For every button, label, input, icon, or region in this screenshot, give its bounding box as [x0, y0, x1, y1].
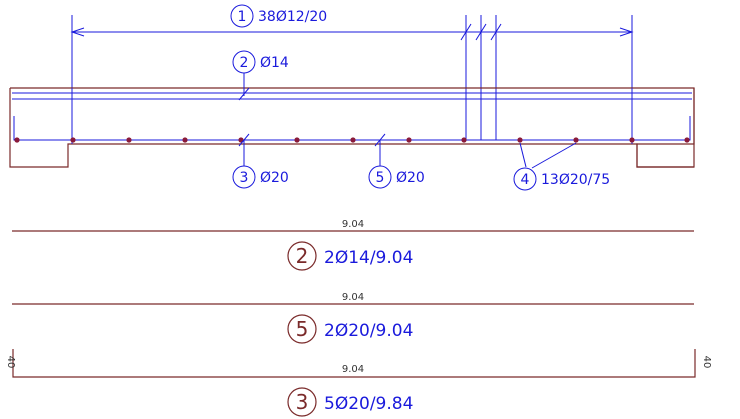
callout-number: 5	[376, 170, 385, 186]
hook-length-left: 40	[5, 356, 16, 369]
bar-mark-circle	[287, 314, 317, 344]
callout-label: 38Ø12/20	[258, 9, 327, 25]
callout-label: Ø20	[260, 170, 289, 186]
arrow-right-icon	[619, 27, 634, 37]
bar-label: 2Ø14/9.04	[324, 248, 413, 268]
stirrup-distribution-dimension: 1 38Ø12/20	[70, 4, 634, 140]
leader-line	[519, 142, 527, 168]
bar-schedule-5: 9.04 5 2Ø20/9.04	[12, 292, 694, 344]
slab-outline	[9, 88, 695, 168]
rebar-dot	[517, 137, 523, 143]
slab-outline-right	[10, 87, 695, 168]
callout-number: 3	[240, 170, 249, 186]
leader-tick	[238, 87, 250, 101]
callout-label: Ø14	[260, 55, 289, 71]
callout-2: 2 Ø14	[232, 50, 289, 101]
break-tick	[460, 23, 472, 41]
bar-mark-circle	[287, 387, 317, 417]
leader-tick	[238, 133, 250, 147]
callout-number: 4	[521, 172, 530, 188]
bar-mark-number: 5	[296, 317, 309, 341]
bottom-bar	[13, 116, 691, 141]
callout-circle	[232, 50, 256, 74]
leader-tick	[374, 133, 386, 147]
rebar-dots	[14, 137, 690, 143]
rebar-dot	[629, 137, 635, 143]
rebar-dot	[461, 137, 467, 143]
break-tick	[490, 23, 502, 41]
callout-circle	[232, 165, 256, 189]
callout-number: 2	[240, 55, 249, 71]
bar-mark-number: 2	[296, 244, 309, 268]
bar-length: 9.04	[342, 292, 364, 303]
bar-label: 5Ø20/9.84	[324, 394, 413, 414]
bar-length: 9.04	[342, 364, 364, 375]
callout-circle	[513, 167, 537, 191]
leader-line	[531, 142, 577, 169]
hook-length-right: 40	[701, 356, 712, 369]
bar-shape	[12, 349, 696, 378]
bar-schedule-3: 9.04 40 40 3 5Ø20/9.84	[5, 349, 712, 417]
callout-4: 4 13Ø20/75	[513, 142, 610, 191]
bar-schedule-2: 9.04 2 2Ø14/9.04	[12, 219, 694, 271]
arrow-left-icon	[70, 27, 85, 37]
rebar-dot	[182, 137, 188, 143]
rebar-dot	[126, 137, 132, 143]
callout-label: Ø20	[396, 170, 425, 186]
rebar-dot	[573, 137, 579, 143]
bar-mark-number: 3	[296, 390, 309, 414]
callout-label: 13Ø20/75	[541, 172, 610, 188]
callout-number: 1	[238, 9, 247, 25]
callout-circle	[368, 165, 392, 189]
rebar-dot	[406, 137, 412, 143]
bar-length: 9.04	[342, 219, 364, 230]
callout-1: 1 38Ø12/20	[230, 4, 327, 28]
rebar-dot	[294, 137, 300, 143]
callout-5: 5 Ø20	[368, 133, 425, 189]
rebar-dot	[350, 137, 356, 143]
callout-3: 3 Ø20	[232, 133, 289, 189]
break-tick	[475, 23, 487, 41]
slab-section	[9, 87, 695, 168]
bar-mark-circle	[287, 241, 317, 271]
rebar-dot	[70, 137, 76, 143]
rebar-dot	[684, 137, 690, 143]
rebar-dot	[14, 137, 20, 143]
callout-circle	[230, 4, 254, 28]
bar-label: 2Ø20/9.04	[324, 321, 413, 341]
